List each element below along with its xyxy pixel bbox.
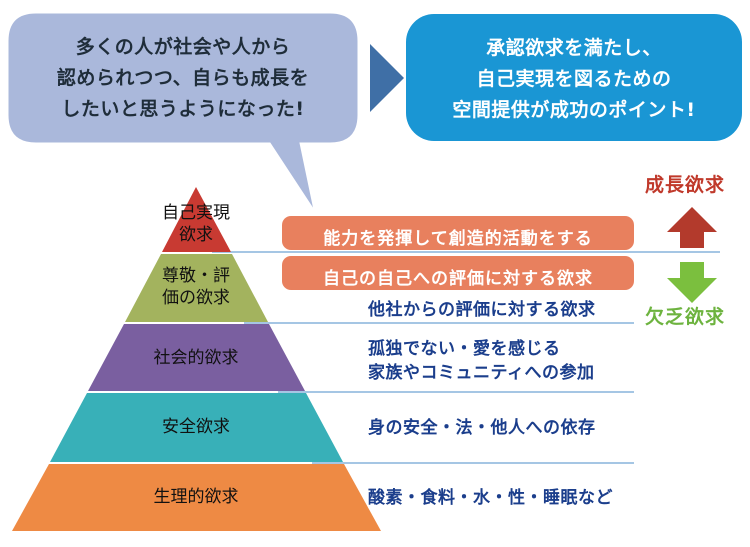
arrow-up-icon — [667, 207, 717, 248]
highlight-pill-self-esteem: 自己の自己への評価に対する欲求 — [282, 256, 634, 290]
pyramid-layer-self-actualization — [162, 187, 231, 252]
speech-right-line: 承認欲求を満たし、 — [486, 37, 662, 59]
speech-bubble-left-shape — [7, 12, 359, 211]
layer-label-safety: 安全欲求 — [126, 416, 266, 438]
desc-safety: 身の安全・法・他人への依存 — [368, 418, 596, 438]
growth-label: 成長欲求 — [645, 174, 726, 196]
desc-physiological: 酸素・食料・水・性・睡眠など — [368, 488, 613, 508]
layer-label-line: 生理的欲求 — [153, 487, 239, 507]
pyramid-layer-physiological — [12, 464, 381, 531]
highlight-text: 自己の自己への評価に対する欲求 — [323, 269, 593, 289]
speech-left-line: したいと思うようになった! — [61, 98, 305, 120]
speech-bubble-left-text: 多くの人が社会や人から 認められつつ、自らも成長を したいと思うようになった! — [8, 32, 358, 125]
pyramid-layer-safety — [50, 393, 343, 462]
desc-social: 孤独でない・愛を感じる 家族やコミュニティへの参加 — [368, 337, 594, 385]
desc-social-line: 孤独でない・愛を感じる — [368, 339, 561, 359]
layer-label-line: 価の欲求 — [162, 288, 230, 308]
highlight-text: 能力を発揮して創造的活動をする — [323, 229, 593, 249]
pyramid-layer-esteem — [125, 254, 268, 322]
layer-label-line: 自己実現 — [162, 203, 230, 223]
layer-label-line: 安全欲求 — [162, 417, 230, 437]
speech-right-line: 自己実現を図るための — [476, 68, 672, 90]
layer-label-line: 社会的欲求 — [153, 348, 239, 368]
speech-right-line: 空間提供が成功のポイント! — [452, 99, 696, 121]
speech-bubble-right — [406, 14, 742, 141]
speech-left-line: 多くの人が社会や人から — [75, 36, 291, 58]
pyramid-layer-social — [88, 324, 305, 391]
layer-label-esteem: 尊敬・評 価の欲求 — [146, 265, 246, 309]
layer-label-physiological: 生理的欲求 — [126, 486, 266, 508]
highlight-pill-creative: 能力を発揮して創造的活動をする — [282, 216, 634, 250]
chevron-right-icon — [370, 44, 404, 112]
speech-left-line: 認められつつ、自らも成長を — [56, 67, 310, 89]
arrow-down-icon — [667, 262, 717, 303]
deficit-label: 欠乏欲求 — [645, 306, 726, 328]
speech-bubble-right-text: 承認欲求を満たし、 自己実現を図るための 空間提供が成功のポイント! — [406, 33, 742, 126]
desc-social-line: 家族やコミュニティへの参加 — [368, 363, 595, 383]
layer-label-line: 尊敬・評 — [162, 266, 230, 286]
layer-label-line: 欲求 — [179, 225, 213, 245]
desc-others-evaluation: 他社からの評価に対する欲求 — [368, 300, 596, 320]
layer-label-self-actualization: 自己実現 欲求 — [146, 202, 246, 246]
layer-label-social: 社会的欲求 — [126, 347, 266, 369]
